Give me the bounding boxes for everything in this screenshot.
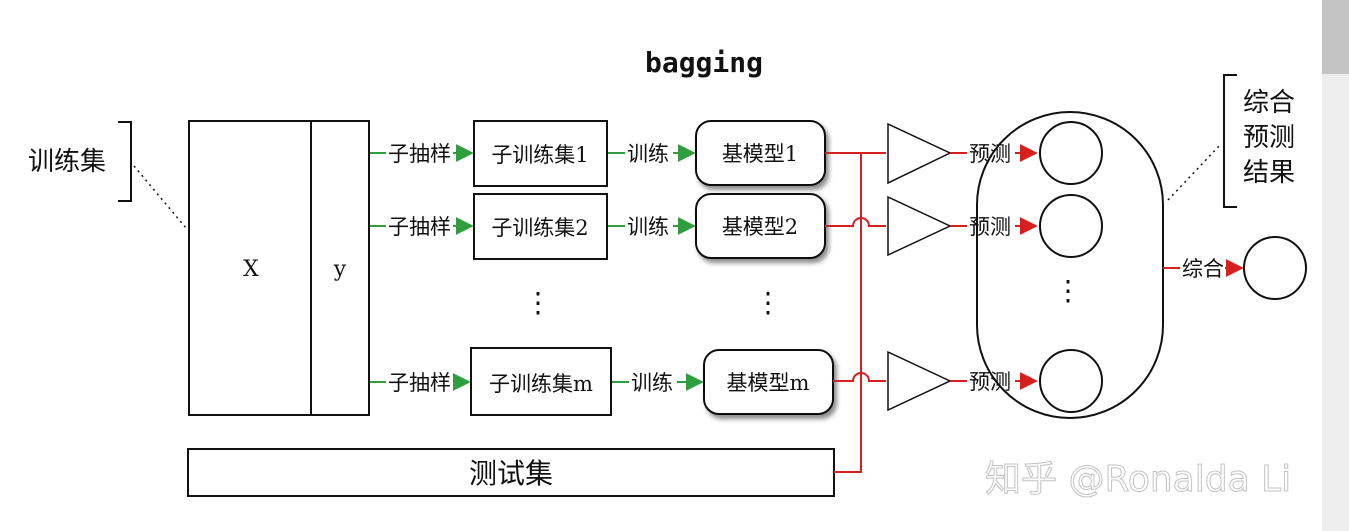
predict-label-1: 预测	[969, 142, 1011, 166]
training-set-bracket	[118, 121, 132, 202]
prediction-circle-m	[1039, 349, 1103, 413]
combine-label: 综合	[1182, 257, 1224, 281]
training-set-callout-line	[133, 165, 187, 229]
test-set-feed-line	[834, 152, 886, 473]
prediction-circle-2	[1039, 194, 1103, 258]
training-set-label: 训练集	[28, 147, 106, 177]
scrollbar[interactable]	[1322, 0, 1349, 531]
model-label-m: 基模型m	[727, 371, 810, 395]
train-label-2: 训练	[627, 215, 669, 239]
test-set-label: 测试集	[469, 457, 553, 490]
result-bracket	[1223, 74, 1237, 208]
predict-label-2: 预测	[969, 215, 1011, 239]
sample-label-1: 子抽样	[388, 142, 451, 166]
watermark: 知乎 @Ronalda Li	[985, 459, 1291, 500]
predictor-triangle-2	[887, 195, 952, 257]
model-label-2: 基模型2	[722, 215, 798, 239]
subset-box-2	[473, 193, 608, 260]
result-label-line-2: 预测	[1243, 123, 1295, 153]
predictor-triangle-m	[887, 350, 952, 412]
subset-label-2: 子训练集2	[491, 216, 588, 240]
result-label-line-1: 综合	[1243, 88, 1295, 118]
subset-box-1	[473, 120, 608, 187]
scrollbar-thumb[interactable]	[1322, 0, 1349, 74]
model-ellipsis: ⋮	[754, 286, 782, 319]
prediction-circle-1	[1039, 121, 1103, 185]
predictor-triangle-1	[887, 122, 952, 185]
train-label-1: 训练	[627, 142, 669, 166]
subset-box-m	[470, 347, 612, 416]
test-set-box	[187, 448, 835, 497]
subset-ellipsis: ⋮	[524, 286, 552, 319]
matrix-y-label: y	[333, 257, 347, 282]
model-label-1: 基模型1	[722, 142, 798, 166]
sample-label-m: 子抽样	[388, 371, 451, 395]
branch-2: 子抽样 子训练集2 训练 基模型2 预测	[370, 193, 1103, 260]
subset-label-m: 子训练集m	[489, 372, 593, 396]
model-output-line-m	[833, 372, 886, 382]
model-output-line-2	[825, 217, 886, 227]
train-label-m: 训练	[631, 371, 673, 395]
prediction-ellipsis: ⋮	[1054, 274, 1082, 307]
diagram-title: bagging	[645, 46, 763, 79]
result-label-line-3: 结果	[1243, 158, 1295, 188]
final-result-circle	[1243, 236, 1307, 300]
branch-m: 子抽样 子训练集m 训练 基模型m 预测	[370, 347, 1103, 416]
prediction-aggregate-capsule	[976, 111, 1164, 419]
branch-1: 子抽样 子训练集1 训练 基模型1 预测	[370, 120, 1103, 187]
subset-label-1: 子训练集1	[491, 143, 588, 167]
sample-label-2: 子抽样	[388, 215, 451, 239]
matrix-x-label: X	[243, 257, 259, 282]
result-callout-line	[1167, 144, 1221, 201]
data-matrix	[188, 120, 370, 416]
